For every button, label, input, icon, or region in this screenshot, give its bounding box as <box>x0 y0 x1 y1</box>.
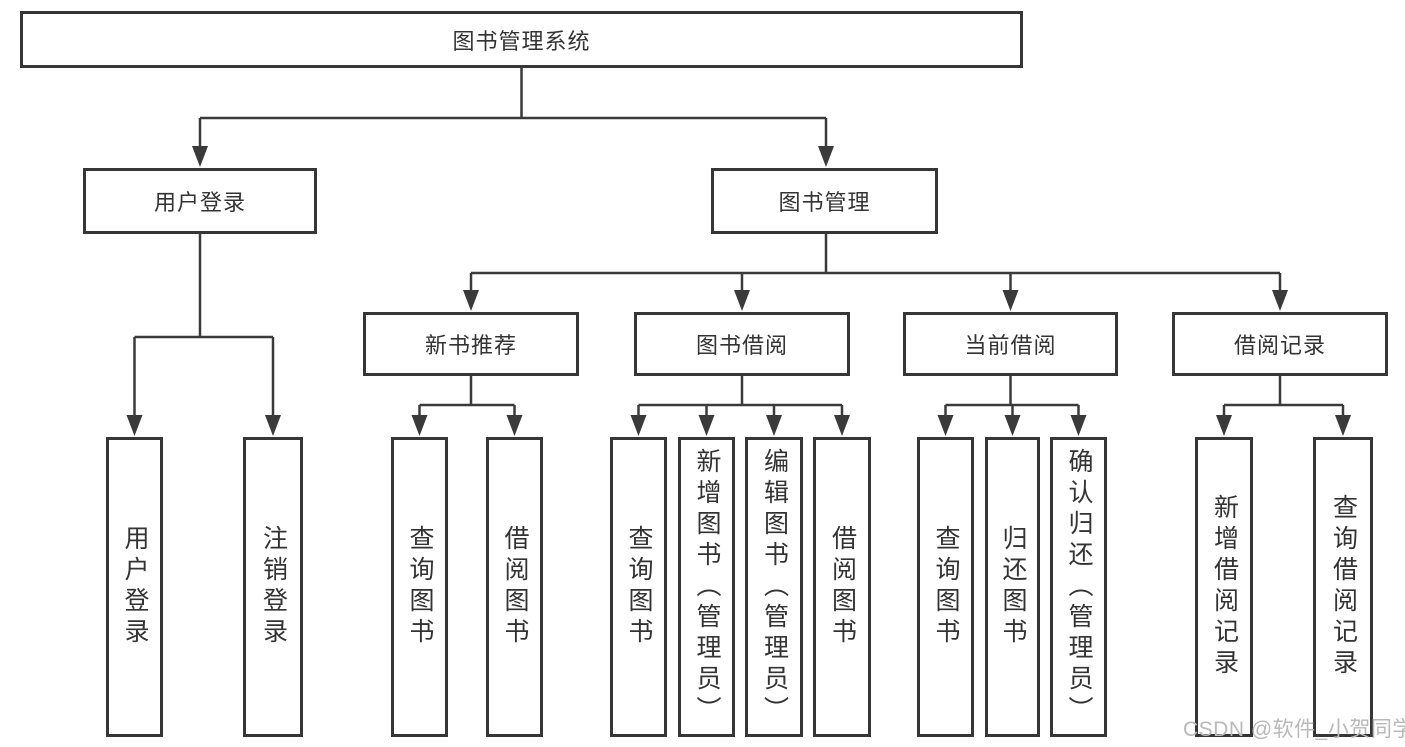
connector-path <box>133 68 1345 418</box>
leaf-logout-login: 注销登录 <box>243 437 303 737</box>
leaf-label: 查询图书 <box>932 525 960 649</box>
node-current-borrow: 当前借阅 <box>903 312 1118 376</box>
leaf-label: 查询图书 <box>625 525 653 649</box>
node-label: 图书管理 <box>778 190 871 215</box>
leaf-add-books-admin: 新增图书（管理员） <box>678 437 735 737</box>
leaf-borrow-books: 借阅图书 <box>813 437 871 737</box>
leaf-label: 用户登录 <box>121 525 149 649</box>
leaf-label: 新增借阅记录 <box>1210 494 1239 680</box>
arrowheads <box>126 146 1351 436</box>
leaf-return-books: 归还图书 <box>985 437 1040 737</box>
leaf-label: 查询图书 <box>406 525 434 649</box>
leaf-query-borrow-record: 查询借阅记录 <box>1313 437 1373 737</box>
leaf-label: 确认归还（管理员） <box>1065 447 1093 727</box>
leaf-label: 借阅图书 <box>828 525 857 649</box>
node-new-book-recommend: 新书推荐 <box>363 312 579 376</box>
node-root: 图书管理系统 <box>20 11 1023 68</box>
leaf-add-borrow-record: 新增借阅记录 <box>1195 437 1253 737</box>
leaf-label: 归还图书 <box>999 525 1027 649</box>
node-label: 图书借阅 <box>695 333 788 358</box>
node-label: 借阅记录 <box>1233 333 1326 358</box>
leaf-edit-books-admin: 编辑图书（管理员） <box>745 437 803 737</box>
node-borrow-records: 借阅记录 <box>1172 312 1388 376</box>
node-label: 新书推荐 <box>424 333 517 358</box>
leaf-label: 注销登录 <box>259 525 288 649</box>
leaf-query-books-borrow: 查询图书 <box>610 437 667 737</box>
watermark: CSDN @软件_小贺同学 <box>1183 718 1405 741</box>
leaf-query-books-current: 查询图书 <box>917 437 974 737</box>
node-book-management: 图书管理 <box>711 168 938 234</box>
node-label: 用户登录 <box>153 190 246 215</box>
leaf-label: 新增图书（管理员） <box>693 447 721 727</box>
node-book-borrow: 图书借阅 <box>634 312 850 376</box>
leaf-label: 查询借阅记录 <box>1329 494 1358 680</box>
leaf-borrow-books-recommend: 借阅图书 <box>486 437 543 737</box>
leaf-label: 编辑图书（管理员） <box>760 447 789 727</box>
leaf-user-login: 用户登录 <box>106 437 163 737</box>
leaf-confirm-return-admin: 确认归还（管理员） <box>1050 437 1107 737</box>
node-label: 图书管理系统 <box>452 28 591 54</box>
leaf-label: 借阅图书 <box>501 525 529 649</box>
leaf-query-books-recommend: 查询图书 <box>391 437 448 737</box>
node-user-login: 用户登录 <box>83 168 317 234</box>
node-label: 当前借阅 <box>964 333 1057 358</box>
